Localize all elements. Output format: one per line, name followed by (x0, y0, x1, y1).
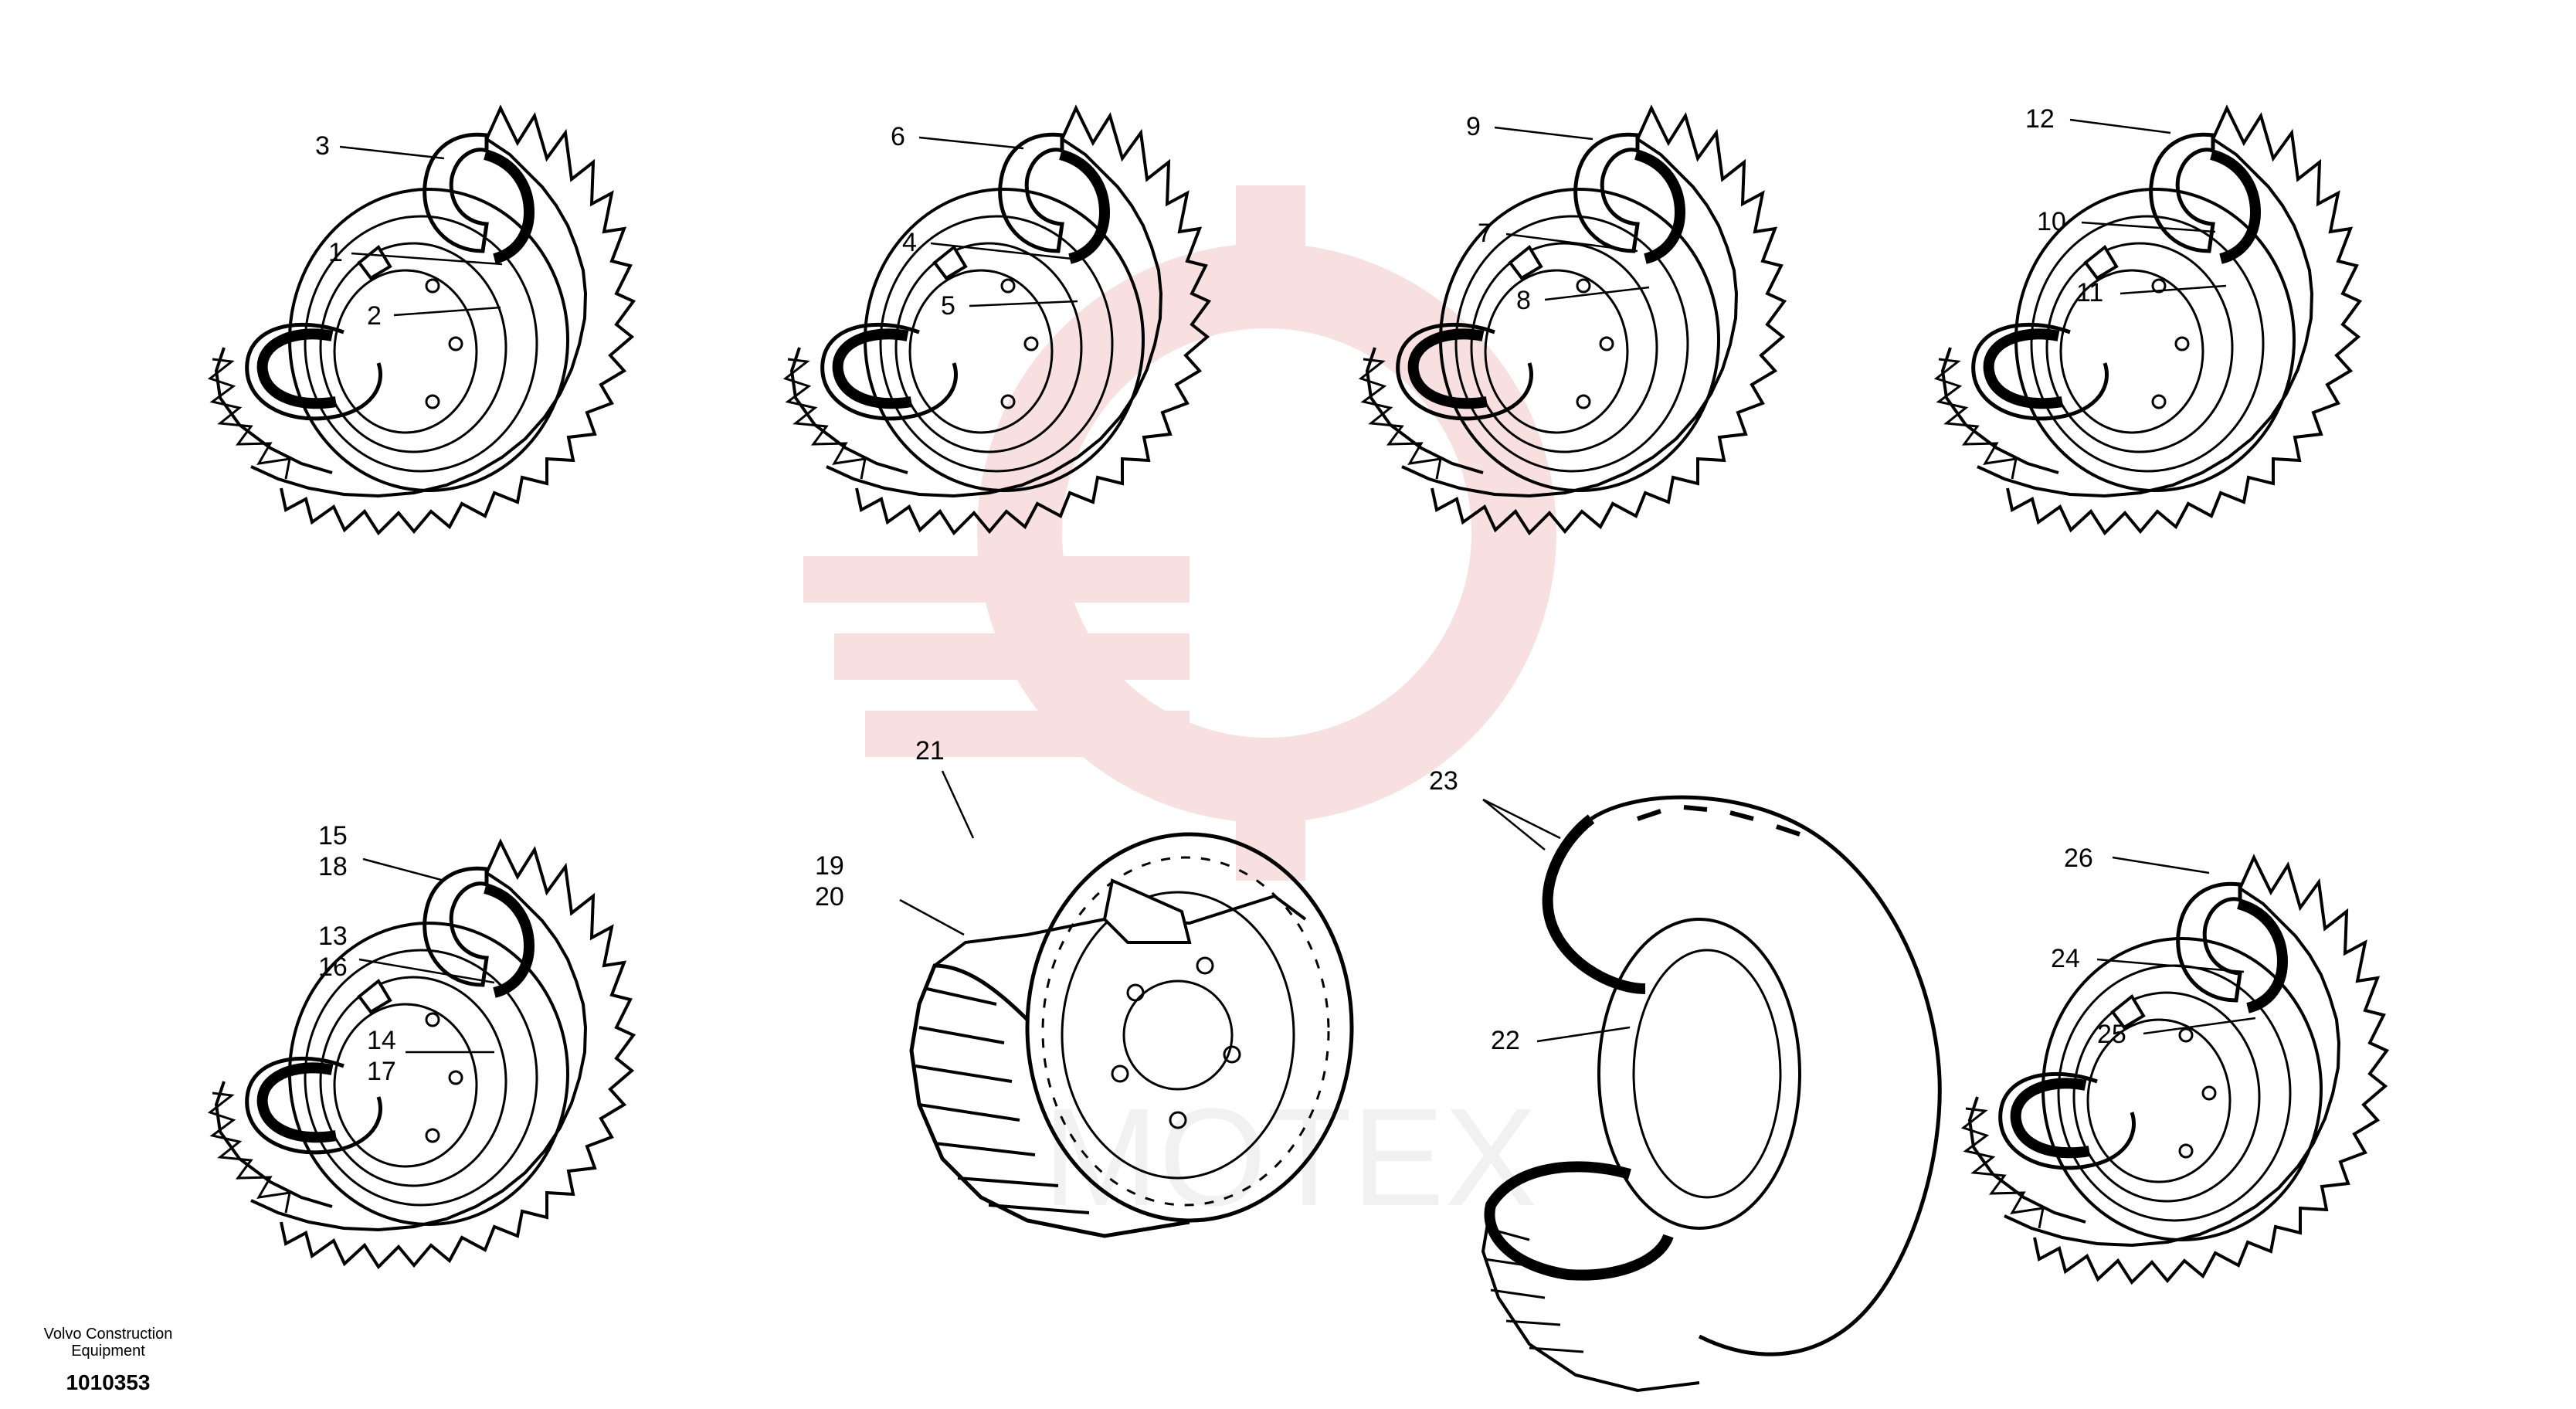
callout-7: 7 (1478, 219, 1492, 248)
watermark-gear-logo-icon: MOTEX (803, 185, 1556, 1235)
callout-14: 14 (367, 1026, 396, 1055)
callout-10: 10 (2037, 207, 2066, 236)
foam-filled-tire-icon (1483, 797, 1940, 1390)
callout-18: 18 (318, 852, 348, 881)
callout-6: 6 (891, 122, 905, 151)
callout-3: 3 (315, 131, 330, 161)
callout-25: 25 (2097, 1020, 2126, 1049)
watermark-text: MOTEX (1043, 1080, 1537, 1235)
leader-lines (339, 118, 2256, 1054)
callout-1: 1 (328, 238, 343, 267)
callout-16: 16 (318, 952, 348, 982)
callout-4: 4 (902, 228, 917, 257)
callout-labels: 3 1 2 6 4 5 9 7 8 12 10 11 15 18 13 16 1… (315, 104, 2126, 1086)
callout-2: 2 (367, 301, 382, 331)
callout-24: 24 (2051, 944, 2080, 973)
manufacturer-label: Volvo Construction Equipment (43, 1326, 173, 1360)
callout-22: 22 (1491, 1026, 1520, 1055)
callout-26: 26 (2064, 844, 2093, 873)
callout-15: 15 (318, 821, 348, 850)
callout-17: 17 (367, 1057, 396, 1086)
callout-11: 11 (2076, 278, 2103, 307)
callout-12: 12 (2025, 104, 2055, 134)
callout-13: 13 (318, 922, 348, 951)
callout-5: 5 (941, 291, 955, 321)
callout-21: 21 (915, 736, 945, 766)
callout-20: 20 (815, 882, 844, 912)
callout-23: 23 (1429, 766, 1458, 796)
part-number: 1010353 (66, 1370, 151, 1394)
callout-8: 8 (1516, 286, 1531, 315)
callout-9: 9 (1466, 112, 1481, 141)
callout-19: 19 (815, 851, 844, 881)
